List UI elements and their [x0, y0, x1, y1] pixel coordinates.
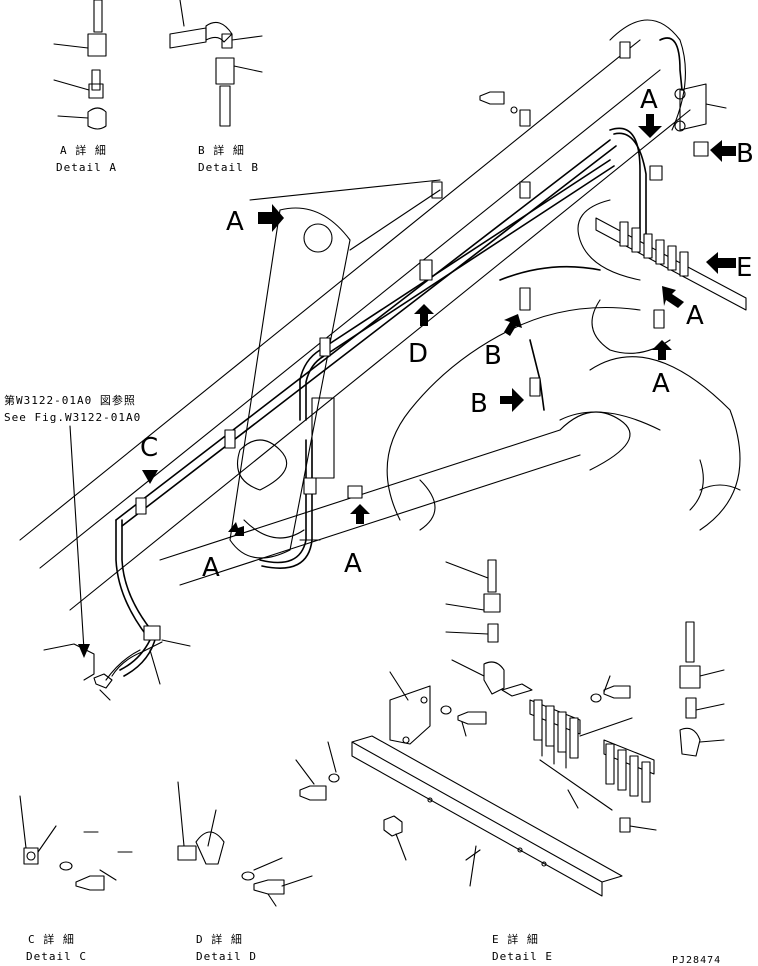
reference-note-en: See Fig.W3122-01A0 [4, 411, 141, 424]
arrow-a-5 [228, 522, 244, 536]
boom-assembly [19, 19, 741, 611]
detail-e-caption: Detail E [492, 950, 553, 963]
detail-c-caption: Detail C [26, 950, 87, 963]
callout-a-6: A [344, 549, 362, 579]
callout-a-1: A [226, 207, 244, 237]
callout-b-2: B [484, 341, 502, 371]
arrow-a-2 [638, 114, 662, 138]
callout-a-5: A [202, 553, 220, 583]
callout-d: D [408, 339, 428, 369]
detail-d-drawing [177, 781, 313, 907]
drawing-number: PJ28474 [672, 955, 721, 966]
arrow-d [414, 304, 434, 326]
detail-a-caption: Detail A [56, 161, 117, 174]
arrow-b-1 [710, 140, 736, 162]
callout-a-4: A [652, 369, 670, 399]
callout-a-2: A [640, 85, 658, 115]
arrow-a-4 [652, 340, 672, 360]
callout-e: E [736, 253, 752, 283]
arrow-a-3 [662, 286, 684, 308]
detail-a-title: A 詳 細 [60, 143, 107, 157]
callout-arrows [142, 114, 736, 536]
detail-e-drawing [295, 559, 725, 897]
arrow-a-6 [350, 504, 370, 524]
detail-d-title: D 詳 細 [196, 932, 243, 946]
detail-a-drawing [53, 0, 107, 130]
detail-c-drawing [19, 795, 133, 891]
arrow-e [706, 252, 736, 274]
arrow-b-3 [500, 388, 524, 412]
detail-d-caption: Detail D [196, 950, 257, 963]
reference-note-jp: 第W3122-01A0 図参照 [4, 393, 136, 407]
manifold-block [347, 83, 747, 499]
detail-b-title: B 詳 細 [198, 143, 245, 157]
grease-pipes [115, 37, 683, 677]
arrow-c [142, 470, 158, 484]
callout-b-1: B [736, 139, 754, 169]
detail-b-caption: Detail B [198, 161, 259, 174]
arrow-b-2 [504, 314, 522, 336]
detail-e-title: E 詳 細 [492, 932, 539, 946]
arrow-a-1 [258, 204, 284, 232]
callout-a-3: A [686, 301, 704, 331]
callout-c: C [140, 433, 158, 463]
detail-b-drawing [169, 0, 263, 127]
callout-b-3: B [470, 389, 488, 419]
reference-leader [43, 425, 191, 701]
detail-c-title: C 詳 細 [28, 932, 75, 946]
pipe-clamps [135, 41, 631, 541]
